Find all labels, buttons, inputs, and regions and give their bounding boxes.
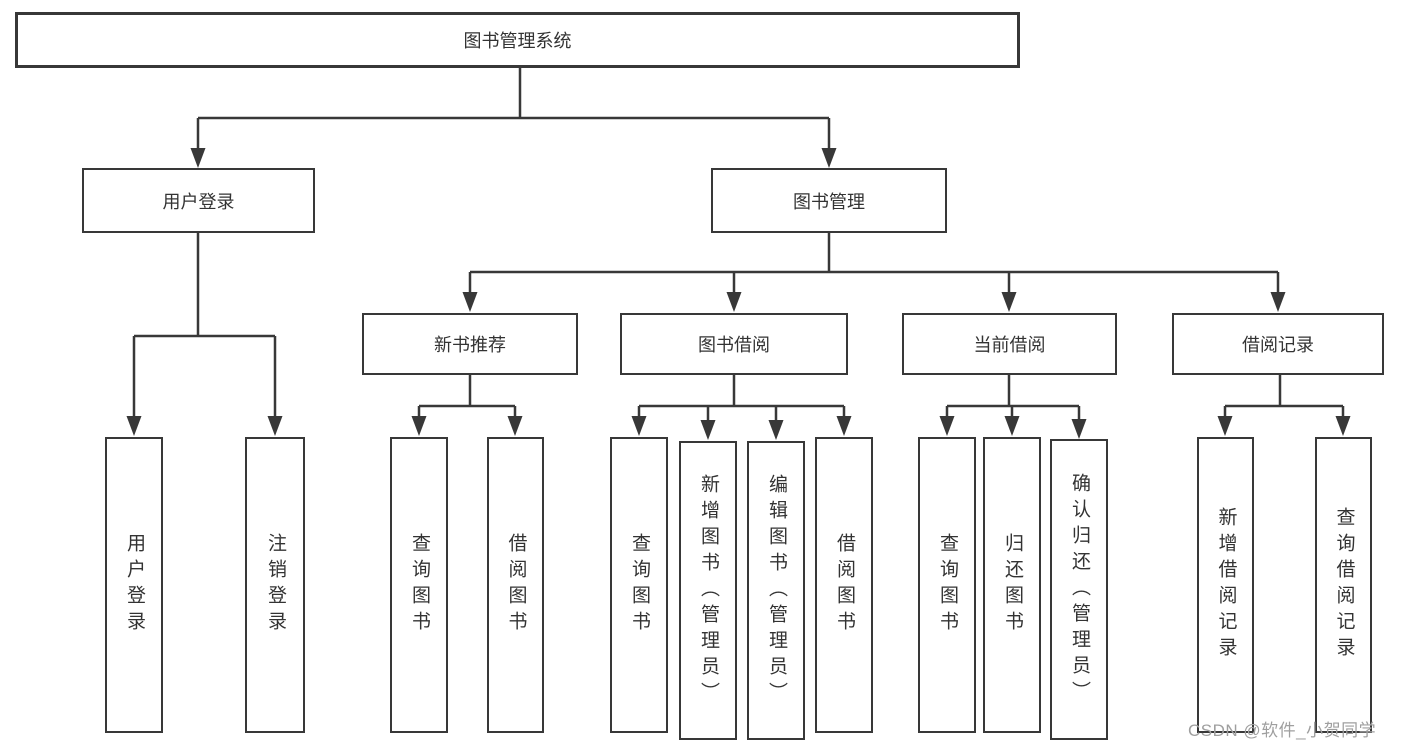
leaf-borrow-books-recommend-label: 借阅图书	[505, 533, 527, 637]
leaf-borrow-books-borrow: 借阅图书	[815, 437, 873, 733]
root-node-label: 图书管理系统	[463, 31, 572, 51]
branch-book-management-label: 图书管理	[793, 191, 865, 212]
leaf-add-borrow-record: 新增借阅记录	[1197, 437, 1254, 733]
leaf-query-books-recommend: 查询图书	[390, 437, 448, 733]
leaf-return-books-label: 归还图书	[1001, 533, 1023, 637]
branch-user-login: 用户登录	[82, 168, 315, 233]
node-new-book-recommend: 新书推荐	[362, 313, 578, 375]
leaf-add-borrow-record-label: 新增借阅记录	[1215, 507, 1237, 663]
leaf-query-books-recommend-label: 查询图书	[408, 533, 430, 637]
leaf-return-books: 归还图书	[983, 437, 1041, 733]
branch-book-management: 图书管理	[711, 168, 947, 233]
csdn-watermark: CSDN @软件_小贺同学	[1188, 721, 1377, 740]
node-book-borrow-label: 图书借阅	[698, 335, 770, 355]
leaf-logout-label: 注销登录	[264, 533, 286, 637]
leaf-user-login-label: 用户登录	[123, 533, 145, 637]
leaf-query-books-current: 查询图书	[918, 437, 976, 733]
leaf-borrow-books-borrow-label: 借阅图书	[833, 533, 855, 637]
leaf-query-books-current-label: 查询图书	[936, 533, 958, 637]
root-node-library-system: 图书管理系统	[15, 12, 1020, 68]
leaf-edit-book-admin: 编辑图书（管理员）	[747, 441, 805, 740]
leaf-add-book-admin-label: 新增图书（管理员）	[697, 473, 719, 708]
node-new-book-recommend-label: 新书推荐	[434, 335, 506, 355]
leaf-confirm-return-admin: 确认归还（管理员）	[1050, 439, 1108, 740]
leaf-user-login: 用户登录	[105, 437, 163, 733]
node-borrow-records-label: 借阅记录	[1242, 335, 1314, 355]
leaf-query-borrow-record-label: 查询借阅记录	[1333, 507, 1355, 663]
leaf-borrow-books-recommend: 借阅图书	[487, 437, 544, 733]
leaf-query-books-borrow: 查询图书	[610, 437, 668, 733]
leaf-query-borrow-record: 查询借阅记录	[1315, 437, 1372, 733]
leaf-logout: 注销登录	[245, 437, 305, 733]
node-book-borrow: 图书借阅	[620, 313, 848, 375]
leaf-query-books-borrow-label: 查询图书	[628, 533, 650, 637]
leaf-confirm-return-admin-label: 确认归还（管理员）	[1068, 472, 1090, 707]
branch-user-login-label: 用户登录	[162, 191, 235, 212]
leaf-edit-book-admin-label: 编辑图书（管理员）	[765, 473, 787, 708]
node-current-borrow-label: 当前借阅	[973, 335, 1046, 355]
node-current-borrow: 当前借阅	[902, 313, 1117, 375]
node-borrow-records: 借阅记录	[1172, 313, 1384, 375]
leaf-add-book-admin: 新增图书（管理员）	[679, 441, 737, 740]
